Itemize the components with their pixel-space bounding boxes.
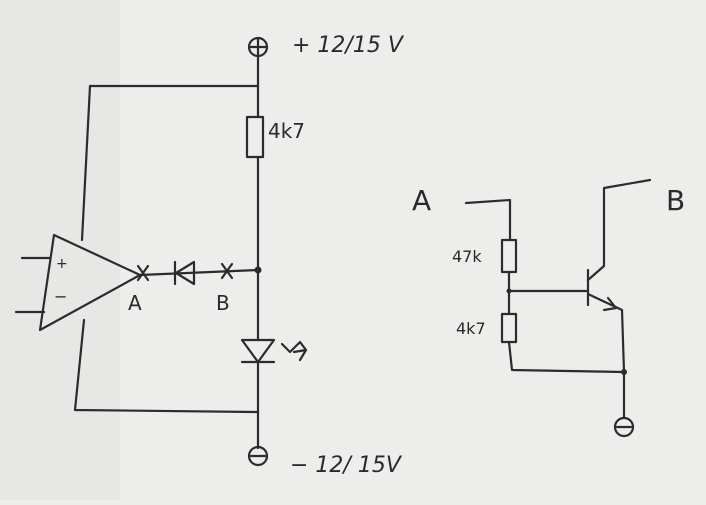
negative-supply-label: − 12/ 15V — [290, 453, 403, 478]
opamp-symbol — [14, 233, 142, 332]
cut-mark-a — [136, 264, 150, 282]
left-circuit: + 12/15 V 4k7 + − — [14, 33, 405, 478]
resistor-4k7-left — [245, 115, 265, 159]
node-b-label: B — [216, 291, 230, 315]
bottom-feedback-wire — [73, 318, 260, 414]
feedback-diode — [173, 260, 196, 286]
right-input-wire — [464, 198, 512, 242]
resistor-4k7-right-label: 4k7 — [456, 319, 486, 338]
negative-supply-terminal — [247, 445, 269, 467]
cut-mark-b — [220, 262, 234, 280]
emitter-ground-wire — [507, 340, 626, 374]
negative-terminal-right — [613, 416, 635, 438]
resistor-4k7-left-label: 4k7 — [268, 119, 305, 143]
npn-transistor — [586, 178, 652, 374]
resistor-47k-label: 47k — [452, 247, 482, 266]
opamp-minus-input: − — [54, 287, 67, 306]
positive-supply-label: + 12/15 V — [292, 33, 405, 58]
paper-shadow — [0, 0, 120, 500]
positive-supply-terminal — [247, 36, 269, 58]
node-a-label: A — [128, 291, 142, 315]
right-circuit: A 47k 4k7 B — [412, 178, 685, 438]
right-input-label: A — [412, 184, 431, 217]
left-top-wire — [80, 84, 92, 242]
output-wire — [138, 268, 260, 277]
right-output-label: B — [666, 184, 685, 217]
opamp-plus-input: + — [56, 256, 68, 272]
